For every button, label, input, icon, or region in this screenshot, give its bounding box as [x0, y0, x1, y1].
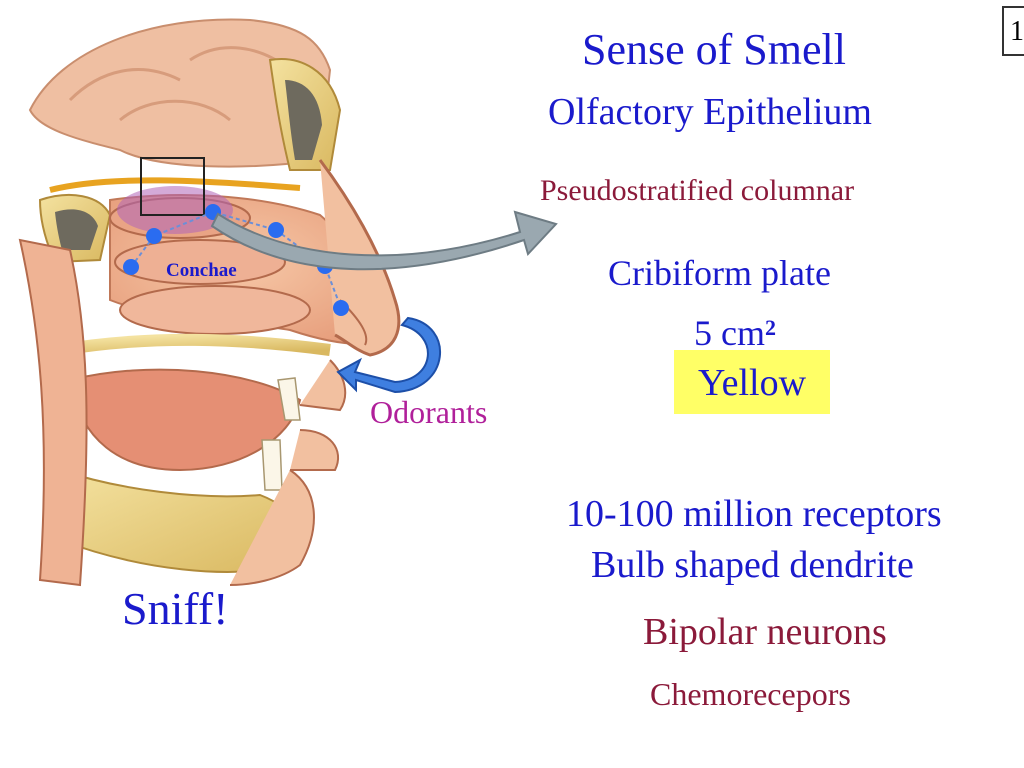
- upper-lip: [299, 359, 347, 412]
- dendrite-label: Bulb shaped dendrite: [591, 544, 914, 586]
- lower-lip: [290, 429, 340, 471]
- odorants-label: Odorants: [370, 394, 488, 430]
- slide-title: Sense of Smell: [582, 25, 846, 74]
- chin-skin: [229, 469, 315, 586]
- area-value: 5 cm: [694, 313, 765, 353]
- inferior-concha: [119, 285, 311, 335]
- lower-teeth: [261, 439, 283, 491]
- cribiform-plate-label: Cribiform plate: [608, 253, 831, 293]
- slide-number-box: 1: [1002, 6, 1024, 56]
- hard-palate: [59, 333, 331, 356]
- epithelium-area-label: 5 cm2: [694, 312, 776, 354]
- sinus-cavity: [285, 80, 322, 160]
- sniff-arrow: [336, 316, 442, 394]
- conchae-label: Conchae: [166, 260, 237, 281]
- brain-region: [28, 18, 332, 168]
- airflow-dot: [268, 222, 284, 238]
- color-highlight-label: Yellow: [674, 350, 830, 414]
- airflow-dot: [333, 300, 349, 316]
- chemoreceptor-label: Chemorecepors: [650, 676, 851, 712]
- pointer-arrow: [210, 210, 558, 271]
- airflow-dot: [123, 259, 139, 275]
- upper-teeth: [277, 377, 301, 421]
- neuron-type-label: Bipolar neurons: [643, 611, 887, 653]
- middle-concha: [114, 239, 286, 285]
- epithelium-zoom-box: [140, 157, 205, 216]
- airflow-path: [130, 210, 342, 309]
- nasal-cavity-illustration: [18, 18, 558, 587]
- airflow-dot: [146, 228, 162, 244]
- cribiform-plate: [49, 177, 301, 193]
- slide-subtitle: Olfactory Epithelium: [548, 91, 872, 133]
- throat: [18, 238, 88, 587]
- sniff-label: Sniff!: [122, 583, 229, 634]
- receptor-count-label: 10-100 million receptors: [566, 493, 942, 535]
- epithelium-type-label: Pseudostratified columnar: [540, 174, 855, 207]
- area-exponent: 2: [764, 315, 776, 340]
